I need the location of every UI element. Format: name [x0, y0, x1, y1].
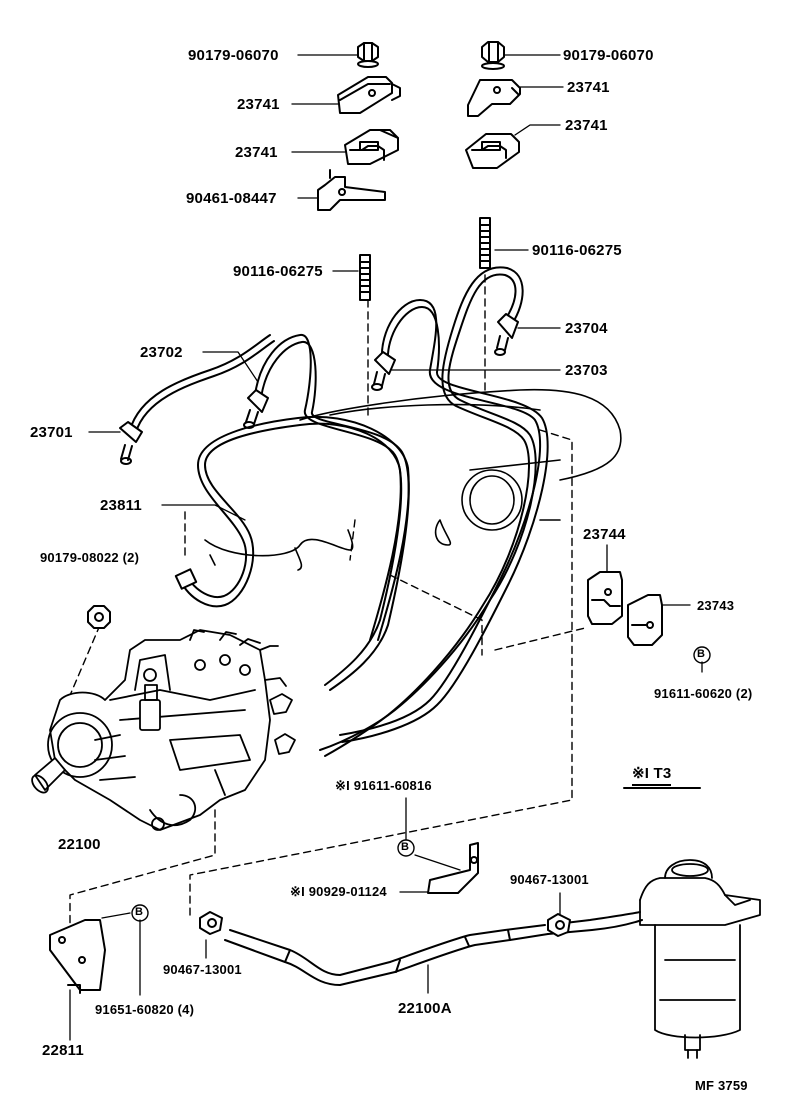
part-label-23702: 23702	[140, 344, 183, 361]
bolt-marker-b	[131, 646, 711, 922]
injection-pump-22100	[31, 629, 296, 831]
stud-90116-06275-left	[359, 254, 371, 301]
dashed-reference-lines	[67, 274, 586, 931]
part-label-23744: 23744	[583, 526, 626, 543]
fuel-hose-22100A	[224, 911, 643, 986]
part-label-23743: 23743	[697, 598, 735, 613]
stud-90116-06275-right	[479, 217, 491, 269]
marker-b-middle: B	[401, 841, 410, 853]
fuel-filter	[639, 859, 761, 1059]
bracket-90929-01124	[427, 842, 479, 894]
note-t3: ※I T3	[632, 766, 672, 786]
part-label-22100: 22100	[58, 836, 101, 853]
marker-b-right: B	[697, 648, 706, 660]
part-label-23741-right-lower: 23741	[565, 117, 608, 134]
part-label-90116-06275-left: 90116-06275	[233, 263, 323, 280]
drawing-code: MF 3759	[695, 1078, 748, 1093]
part-label-91611-60620: 91611-60620 (2)	[654, 686, 753, 701]
leader-lines	[69, 54, 703, 1041]
bracket-90461-08447	[317, 169, 386, 211]
fitting-23704	[494, 313, 519, 356]
nut-right-top	[481, 41, 505, 70]
clamp-23741-right-upper	[467, 79, 521, 117]
part-label-23704: 23704	[565, 320, 608, 337]
marker-b-left: B	[135, 906, 144, 918]
fitting-23703	[371, 351, 396, 391]
part-label-23741-left-lower: 23741	[235, 144, 278, 161]
pipe-fittings	[119, 313, 519, 590]
fitting-23701	[119, 421, 143, 465]
injection-pipes	[129, 266, 549, 757]
fitting-23811	[174, 568, 198, 590]
fitting-23702	[243, 389, 269, 429]
part-label-90179-06070-left: 90179-06070	[188, 47, 279, 64]
bracket-22811	[49, 919, 106, 994]
part-label-22100A: 22100A	[398, 1000, 452, 1017]
nut-left-top	[357, 42, 379, 68]
part-label-23701: 23701	[30, 424, 73, 441]
clamp-23741-left-upper	[337, 76, 401, 114]
part-label-90929-01124: ※I 90929-01124	[290, 884, 387, 899]
hose-clip-right	[547, 913, 571, 937]
part-label-23741-right-upper: 23741	[567, 79, 610, 96]
nut-90179-08022	[87, 605, 111, 629]
part-label-23811: 23811	[100, 497, 142, 514]
part-label-91611-60816: ※I 91611-60816	[335, 778, 432, 793]
part-label-23703: 23703	[565, 362, 608, 379]
part-label-22811: 22811	[42, 1042, 84, 1059]
hose-clip-left	[199, 911, 223, 935]
part-label-91651-60820: 91651-60820 (4)	[95, 1002, 195, 1017]
clamp-23743	[627, 594, 663, 646]
engine-block-outline	[204, 388, 622, 571]
clamp-23744	[587, 571, 623, 625]
part-label-90116-06275-right: 90116-06275	[532, 242, 622, 259]
part-label-90179-08022: 90179-08022 (2)	[40, 550, 140, 565]
part-label-90179-06070-right: 90179-06070	[563, 47, 654, 64]
part-label-90467-13001-right: 90467-13001	[510, 872, 589, 887]
part-label-90461-08447: 90461-08447	[186, 190, 277, 207]
part-label-23741-left-upper: 23741	[237, 96, 280, 113]
clamp-23741-right-lower	[465, 133, 520, 169]
part-label-90467-13001-left: 90467-13001	[163, 962, 242, 977]
clamp-23741-left-lower	[344, 129, 399, 165]
